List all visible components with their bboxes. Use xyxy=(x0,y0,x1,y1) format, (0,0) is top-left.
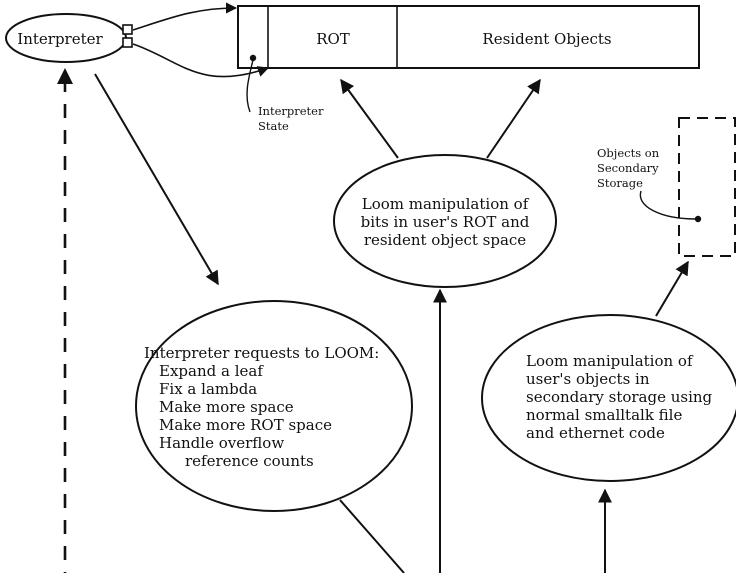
loom-secondary-line3: secondary storage using xyxy=(526,388,713,406)
loom-bits-to-resident-arrow xyxy=(486,78,541,159)
rot-label: ROT xyxy=(316,30,350,48)
request-item: Make more ROT space xyxy=(159,416,332,434)
interpreter-port-top xyxy=(122,24,133,35)
request-item: Handle overflow xyxy=(159,434,284,452)
secondary-storage-pointer xyxy=(639,190,697,220)
loom-bits-node: Loom manipulation of bits in user's ROT … xyxy=(333,154,557,288)
resident-objects-label: Resident Objects xyxy=(482,30,611,48)
loom-secondary-to-storage-arrow xyxy=(655,260,689,317)
loom-bits-line2: bits in user's ROT and xyxy=(361,213,530,231)
interpreter-requests-node: Interpreter requests to LOOM: Expand a l… xyxy=(135,300,413,512)
secondary-storage-label-line3: Storage xyxy=(597,176,643,190)
memory-bar: ROT Resident Objects xyxy=(237,5,700,69)
interpreter-state-loop-arrow xyxy=(132,43,270,78)
interpreter-state-label-line1: Interpreter xyxy=(258,104,324,118)
request-item: Expand a leaf xyxy=(159,362,264,380)
loom-bits-line3: resident object space xyxy=(364,231,526,249)
interpreter-to-requests-arrow xyxy=(94,73,219,286)
interpreter-state-pointer xyxy=(246,59,254,113)
loom-secondary-line1: Loom manipulation of xyxy=(526,352,694,370)
loom-secondary-node: Loom manipulation of user's objects in s… xyxy=(481,314,736,482)
loom-secondary-line5: and ethernet code xyxy=(526,424,665,442)
requests-to-bottom-line xyxy=(339,499,405,573)
loom-secondary-line2: user's objects in xyxy=(526,370,650,388)
request-item: Fix a lambda xyxy=(159,380,257,398)
interpreter-port-bottom xyxy=(122,37,133,48)
request-item: Make more space xyxy=(159,398,294,416)
interpreter-state-dot xyxy=(249,54,257,62)
secondary-storage-label-line1: Objects on xyxy=(597,146,660,160)
secondary-storage-label-line2: Secondary xyxy=(597,161,659,175)
interpreter-node: Interpreter xyxy=(5,13,133,63)
interpreter-to-state-arrow xyxy=(132,2,238,31)
interpreter-label: Interpreter xyxy=(17,30,103,48)
request-item-continuation: reference counts xyxy=(185,452,314,470)
secondary-storage-dot xyxy=(694,215,702,223)
secondary-storage-box xyxy=(678,117,736,257)
left-dashed-arrowhead xyxy=(57,68,73,84)
loom-bits-line1: Loom manipulation of xyxy=(362,195,530,213)
loom-bits-to-rot-arrow xyxy=(340,78,399,159)
loom-secondary-line4: normal smalltalk file xyxy=(526,406,682,424)
interpreter-requests-title: Interpreter requests to LOOM: xyxy=(144,344,379,362)
interpreter-state-label-line2: State xyxy=(258,119,289,133)
